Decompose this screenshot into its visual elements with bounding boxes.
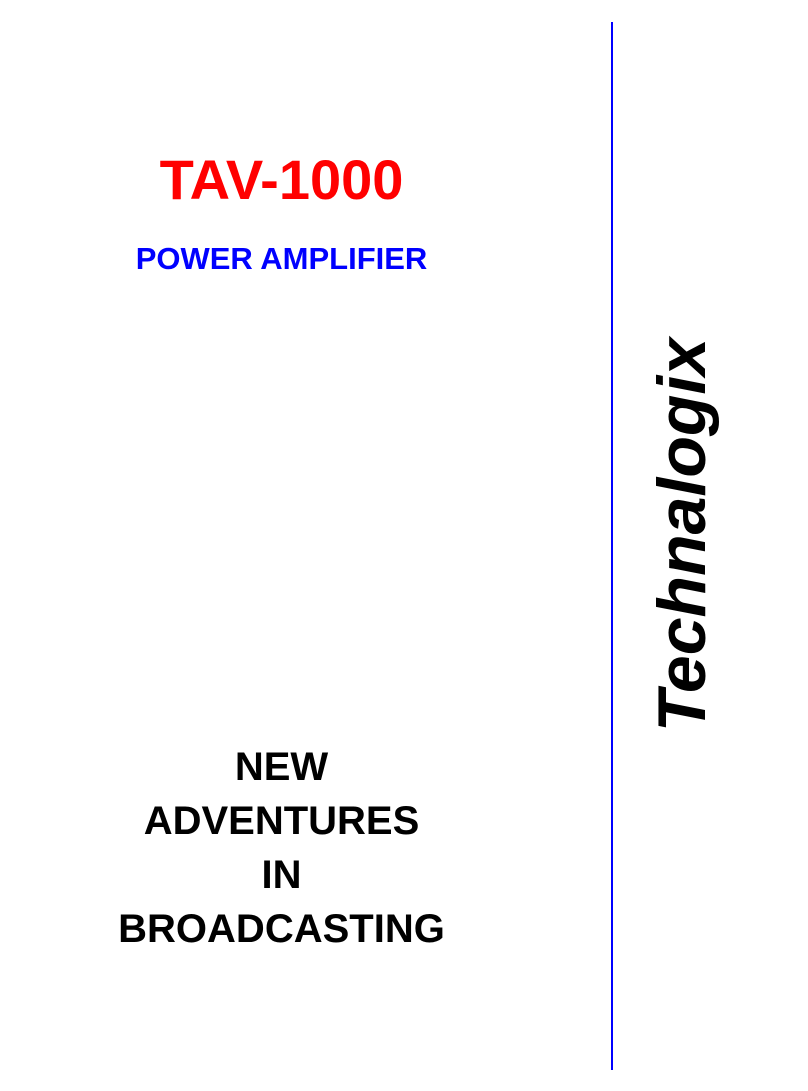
tagline-line-2: ADVENTURES xyxy=(143,799,420,843)
tagline-line-3: IN xyxy=(261,853,302,897)
tagline-line-4: BROADCASTING xyxy=(118,907,445,951)
tagline-line-1: NEW xyxy=(234,745,329,789)
brand-logo-area: Technalogix xyxy=(642,280,722,790)
model-title: TAV-1000 xyxy=(159,148,404,211)
tagline: NEW ADVENTURES IN BROADCASTING xyxy=(0,740,563,956)
product-subtitle: POWER AMPLIFIER xyxy=(135,241,428,276)
vertical-divider xyxy=(611,22,613,1070)
brand-name: Technalogix xyxy=(644,337,720,733)
